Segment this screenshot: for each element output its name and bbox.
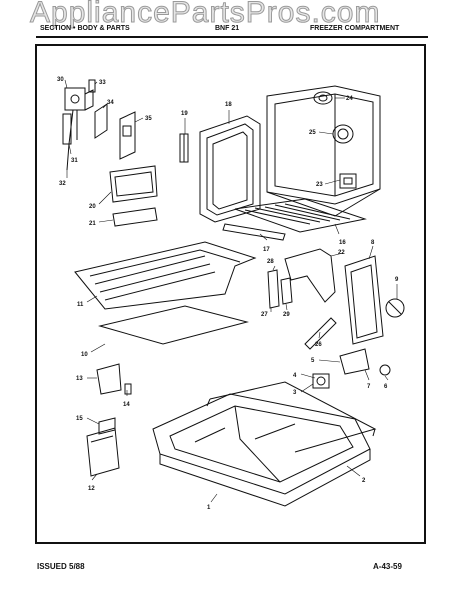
callout-number: 26 xyxy=(315,342,322,348)
callout-number: 15 xyxy=(76,416,83,422)
callout-number: 5 xyxy=(311,358,315,364)
callout-number: 24 xyxy=(346,96,353,102)
utility-tray xyxy=(109,165,158,203)
header-section-label: SECTION • BODY & PARTS xyxy=(40,25,130,32)
header-title: FREEZER COMPARTMENT xyxy=(310,25,400,32)
control-panel-cover xyxy=(119,111,136,160)
tray-cover xyxy=(112,207,158,227)
fan-motor xyxy=(312,373,330,389)
watermark-text: AppliancePartsPros.com xyxy=(30,0,381,30)
callout-number: 29 xyxy=(283,312,290,318)
breaker-trim xyxy=(206,381,377,453)
callout-number: 7 xyxy=(367,384,371,390)
freezer-thermostat-housing xyxy=(339,173,357,189)
ice-bin xyxy=(86,427,120,477)
control-knob xyxy=(88,79,96,93)
evaporator-cover xyxy=(344,255,384,345)
freezer-door-frame xyxy=(199,115,261,223)
exploded-parts-diagram: 1 2 3 4 5 6 7 8 9 10 11 12 13 14 15 16 1 xyxy=(57,77,405,511)
callout-number: 30 xyxy=(57,77,64,83)
callout-number: 34 xyxy=(107,100,114,106)
air-duct xyxy=(284,248,336,303)
callout-number: 3 xyxy=(293,390,297,396)
callout-number: 19 xyxy=(181,111,188,117)
callout-number: 28 xyxy=(267,259,274,265)
callout-number: 23 xyxy=(316,182,323,188)
control-bezel xyxy=(94,103,108,139)
diagram-frame xyxy=(35,44,426,544)
defrost-heater xyxy=(304,317,337,350)
issue-date: ISSUED 5/88 xyxy=(37,562,85,571)
page-number: A-43-59 xyxy=(373,562,402,571)
callout-number: 22 xyxy=(338,250,345,256)
callout-number: 35 xyxy=(145,116,152,122)
callout-number: 14 xyxy=(123,402,130,408)
crisper-pan xyxy=(152,393,371,507)
motor-grommet xyxy=(379,364,391,376)
callout-number: 10 xyxy=(81,352,88,358)
callout-number: 18 xyxy=(225,102,232,108)
ice-bucket-lid xyxy=(124,383,132,395)
ice-bucket xyxy=(96,363,122,395)
header-model-label: BNF 21 xyxy=(215,25,240,32)
shelf-rail xyxy=(222,223,286,241)
callout-number: 11 xyxy=(77,302,84,308)
callout-number: 25 xyxy=(309,130,316,136)
fan-blade xyxy=(385,298,405,318)
freezer-fan-shroud xyxy=(332,124,354,144)
damper-control xyxy=(267,269,293,309)
callout-number: 16 xyxy=(339,240,346,246)
callout-number: 9 xyxy=(395,277,399,283)
callout-number: 32 xyxy=(59,181,66,187)
insulation-pad xyxy=(98,305,249,345)
freezer-light-socket xyxy=(313,91,333,105)
callout-number: 13 xyxy=(76,376,83,382)
freezer-liner xyxy=(266,85,381,217)
fan-motor-bracket xyxy=(339,348,370,375)
callout-number: 20 xyxy=(89,204,96,210)
callout-number: 27 xyxy=(261,312,268,318)
callout-number: 17 xyxy=(263,247,270,253)
callout-number: 12 xyxy=(88,486,95,492)
callout-labels: 1 2 3 4 5 6 7 8 9 10 11 12 13 14 15 16 1 xyxy=(57,77,399,511)
callout-number: 4 xyxy=(293,373,297,379)
callout-number: 6 xyxy=(384,384,388,390)
callout-number: 8 xyxy=(371,240,375,246)
door-hinge xyxy=(179,133,189,163)
callout-number: 33 xyxy=(99,80,106,86)
callout-number: 31 xyxy=(71,158,78,164)
header-rule xyxy=(36,28,428,38)
wire-shelf xyxy=(234,198,367,233)
freezer-floor xyxy=(74,241,257,310)
callout-number: 1 xyxy=(207,505,211,511)
callout-number: 2 xyxy=(362,478,366,484)
callout-number: 21 xyxy=(89,221,96,227)
